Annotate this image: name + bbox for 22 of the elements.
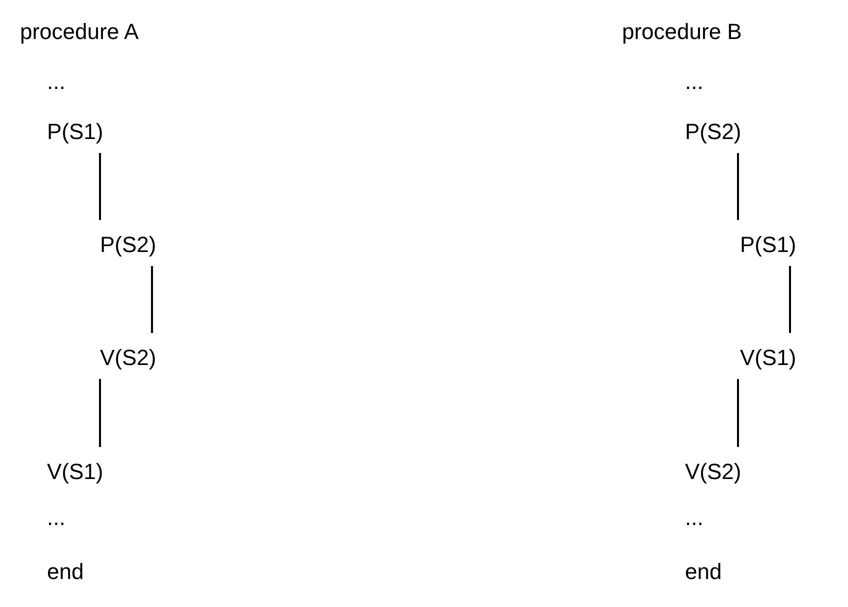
connector-line xyxy=(99,153,101,220)
code-text: ... xyxy=(47,69,66,95)
code-text: ... xyxy=(47,505,66,531)
statement-text: P(S1) xyxy=(47,119,104,145)
statement-text: P(S1) xyxy=(740,232,796,258)
statement-text: V(S2) xyxy=(685,459,742,485)
statement-text: V(S1) xyxy=(740,345,796,371)
connector-line xyxy=(789,266,791,333)
connector-line xyxy=(99,379,101,447)
connector-line xyxy=(151,266,153,333)
statement-text: P(S2) xyxy=(100,232,156,258)
code-text: procedure A xyxy=(20,19,139,45)
statement-text: V(S1) xyxy=(47,459,104,485)
statement-text: P(S2) xyxy=(685,119,742,145)
code-text: end xyxy=(47,559,84,585)
code-text: end xyxy=(685,559,722,585)
code-text: ... xyxy=(685,505,704,531)
statement-text: V(S2) xyxy=(100,345,156,371)
connector-line xyxy=(737,153,739,220)
code-text: ... xyxy=(685,69,704,95)
code-text: procedure B xyxy=(622,19,742,45)
connector-line xyxy=(737,379,739,447)
